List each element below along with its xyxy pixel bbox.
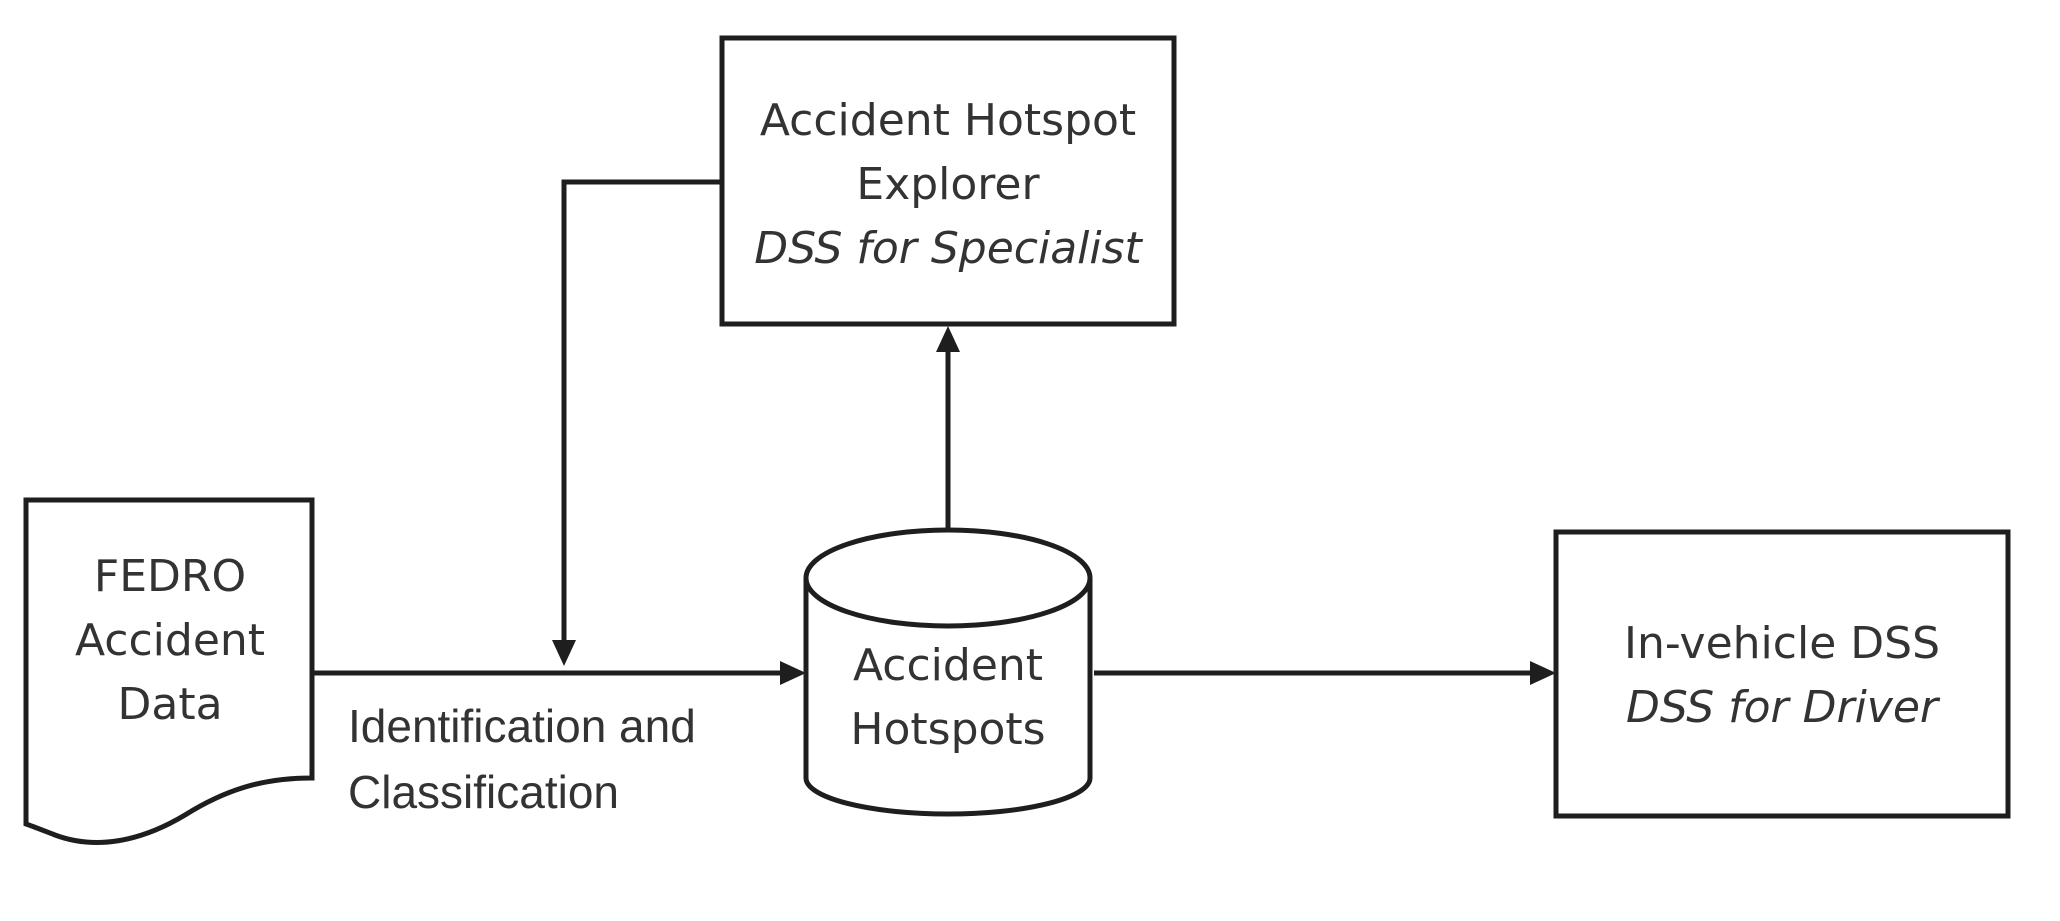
edge-label-line-1: Identification and xyxy=(348,700,696,752)
explorer-label-line-2: Explorer xyxy=(856,159,1040,210)
hotspot-explorer-box xyxy=(719,35,1177,327)
fedro-label-line-3: Data xyxy=(117,679,222,730)
document-shape-icon xyxy=(23,497,315,845)
database-cylinder-icon xyxy=(803,578,1093,817)
accident-hotspots-node: Accident Hotspots xyxy=(803,527,1093,817)
in-vehicle-title: In-vehicle DSS xyxy=(1624,618,1940,669)
arrowhead-down-icon xyxy=(552,640,576,666)
arrowhead-right-icon xyxy=(1530,661,1556,685)
in-vehicle-dss-node: In-vehicle DSS DSS for Driver xyxy=(1553,529,2011,819)
arrowhead-right-icon xyxy=(780,661,806,685)
in-vehicle-dss-box xyxy=(1553,529,2011,819)
in-vehicle-subtitle: DSS for Driver xyxy=(1626,682,1941,733)
hotspots-label-line-2: Hotspots xyxy=(850,704,1045,755)
edge-label-line-2: Classification xyxy=(348,766,619,818)
fedro-label-line-1: FEDRO xyxy=(94,551,246,602)
hotspots-label-line-1: Accident xyxy=(853,640,1043,691)
fedro-label-line-2: Accident xyxy=(75,615,265,666)
database-cylinder-top xyxy=(803,527,1093,629)
explorer-subtitle: DSS for Specialist xyxy=(754,223,1143,274)
identification-edge-label: Identification and Classification xyxy=(348,700,696,818)
fedro-document-node: FEDRO Accident Data xyxy=(23,497,315,845)
hotspot-explorer-node: Accident Hotspot Explorer DSS for Specia… xyxy=(719,35,1177,327)
explorer-label-line-1: Accident Hotspot xyxy=(760,95,1136,146)
arrowhead-up-icon xyxy=(936,326,960,352)
edge-explorer-feedback xyxy=(561,179,722,640)
